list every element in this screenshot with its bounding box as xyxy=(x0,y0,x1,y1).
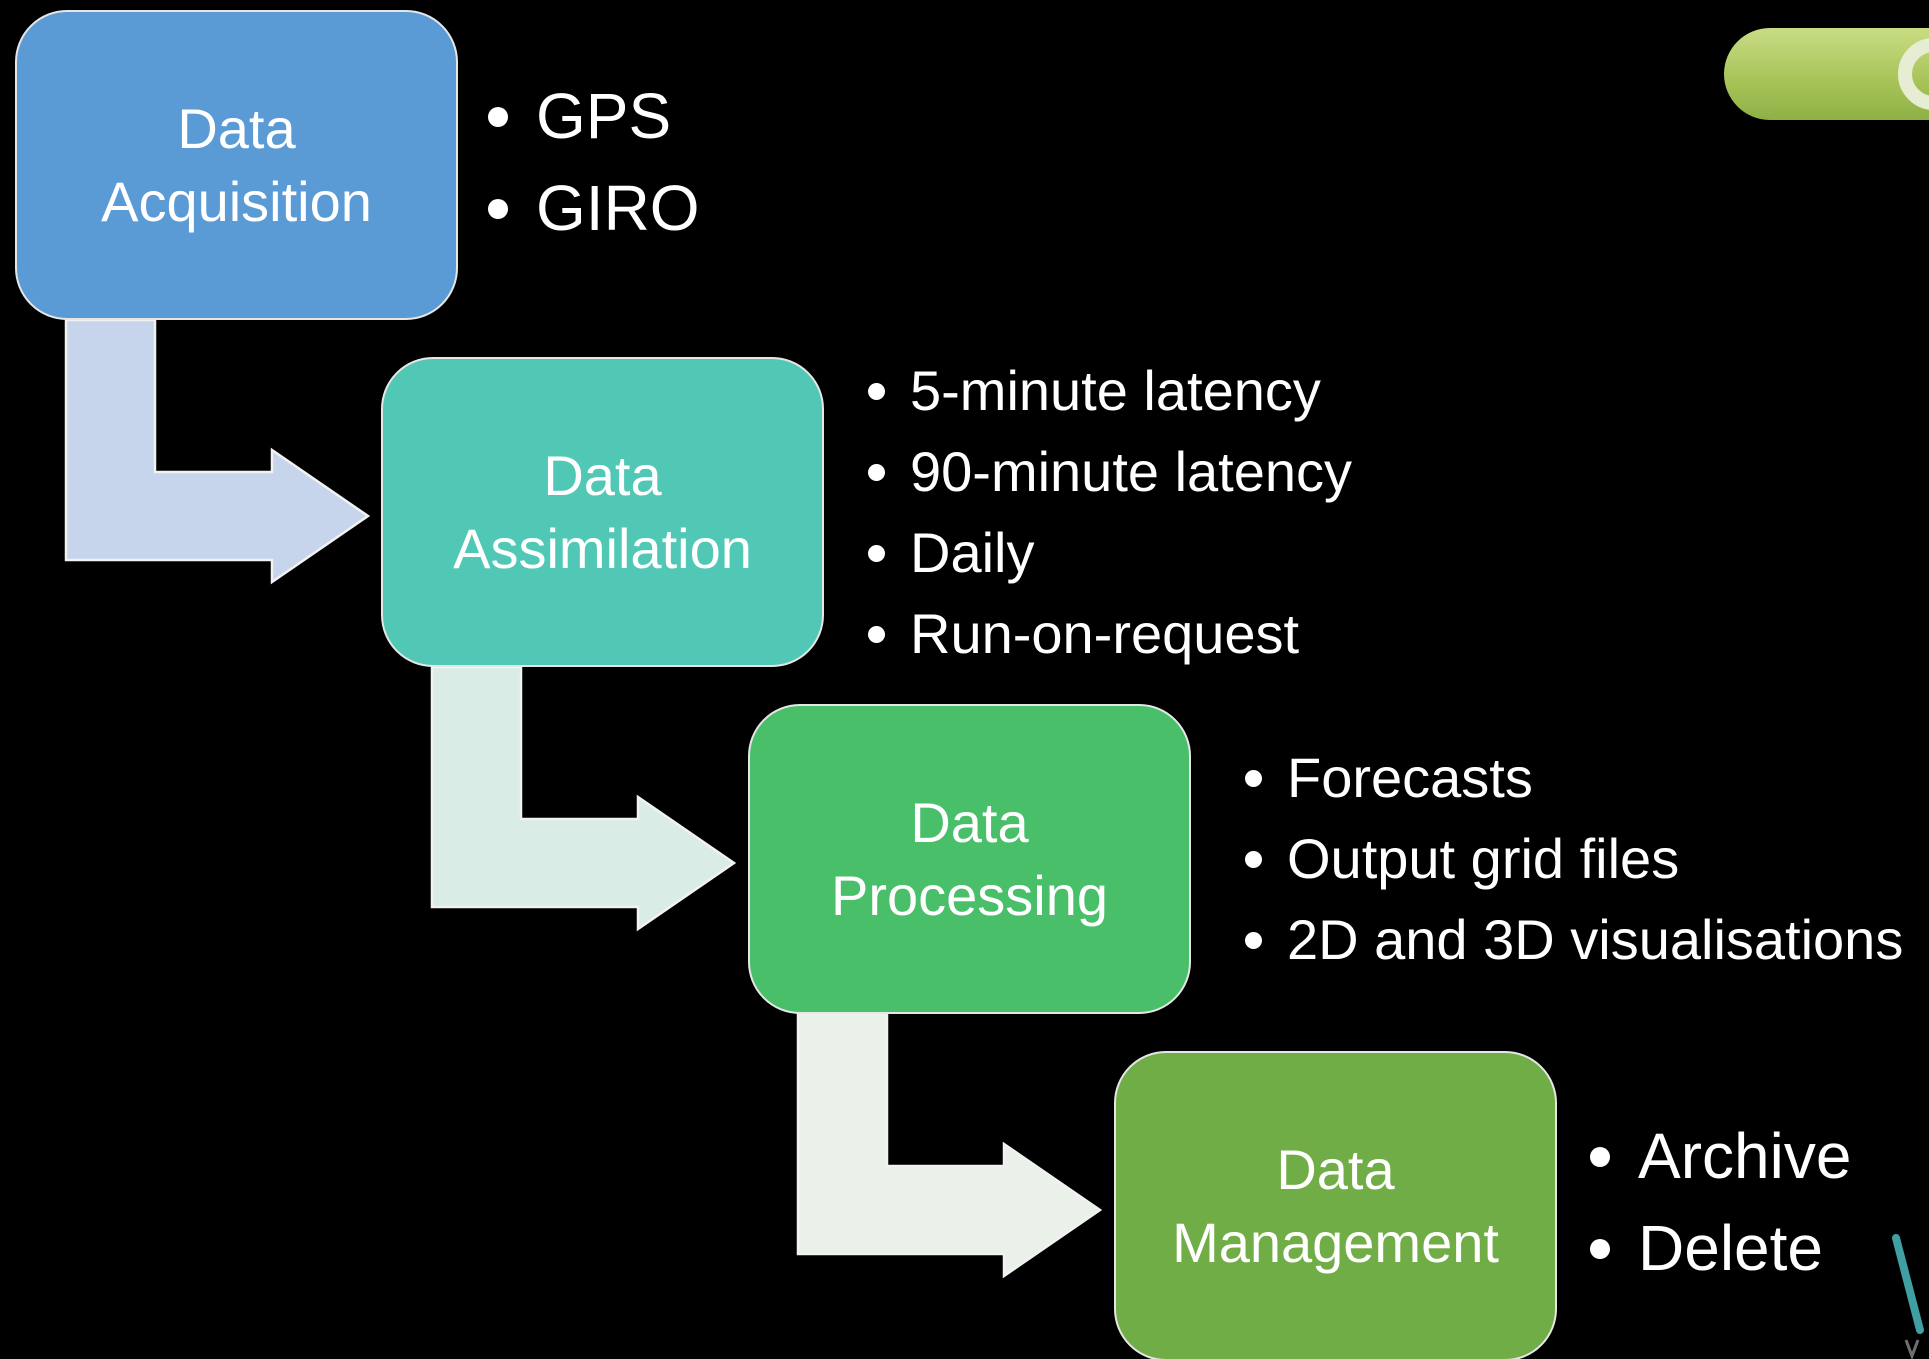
bullet-item: GIRO xyxy=(488,162,700,254)
arrow-processing-to-management xyxy=(796,1012,1103,1279)
stage-title-line: Data xyxy=(910,791,1029,854)
bullet-item: Delete xyxy=(1590,1202,1851,1294)
stage-title-line: Data xyxy=(177,97,296,160)
stage-box-data-processing: Data Processing xyxy=(748,704,1191,1014)
arrow-acquisition-to-assimilation xyxy=(64,318,371,585)
bullet-item: Archive xyxy=(1590,1110,1851,1202)
bullet-item: 5-minute latency xyxy=(868,350,1352,431)
bullet-item: Forecasts xyxy=(1245,737,1903,818)
bullets-data-processing: Forecasts Output grid files 2D and 3D vi… xyxy=(1245,737,1903,980)
bullet-item: Run-on-request xyxy=(868,593,1352,674)
stage-box-data-assimilation: Data Assimilation xyxy=(381,357,824,667)
green-pill-icon xyxy=(1724,28,1929,120)
bullet-item: 2D and 3D visualisations xyxy=(1245,899,1903,980)
bullet-item: Daily xyxy=(868,512,1352,593)
stage-title-line: Data xyxy=(1276,1138,1395,1201)
stage-title-line: Processing xyxy=(830,864,1109,927)
bullet-item: Output grid files xyxy=(1245,818,1903,899)
arrow-assimilation-to-processing xyxy=(430,665,737,932)
bullet-item: GPS xyxy=(488,70,700,162)
bullets-data-assimilation: 5-minute latency 90-minute latency Daily… xyxy=(868,350,1352,674)
stage-box-data-acquisition: Data Acquisition xyxy=(15,10,458,320)
stage-title-line: Data xyxy=(543,444,662,507)
bullets-data-acquisition: GPS GIRO xyxy=(488,70,700,254)
bullets-data-management: Archive Delete xyxy=(1590,1110,1851,1294)
stage-title-line: Assimilation xyxy=(453,517,752,580)
stage-title-line: Acquisition xyxy=(101,170,372,233)
bullet-item: 90-minute latency xyxy=(868,431,1352,512)
stage-title-line: Management xyxy=(1172,1211,1499,1274)
stage-box-data-management: Data Management xyxy=(1114,1051,1557,1359)
logo-v-icon xyxy=(1892,1234,1924,1359)
